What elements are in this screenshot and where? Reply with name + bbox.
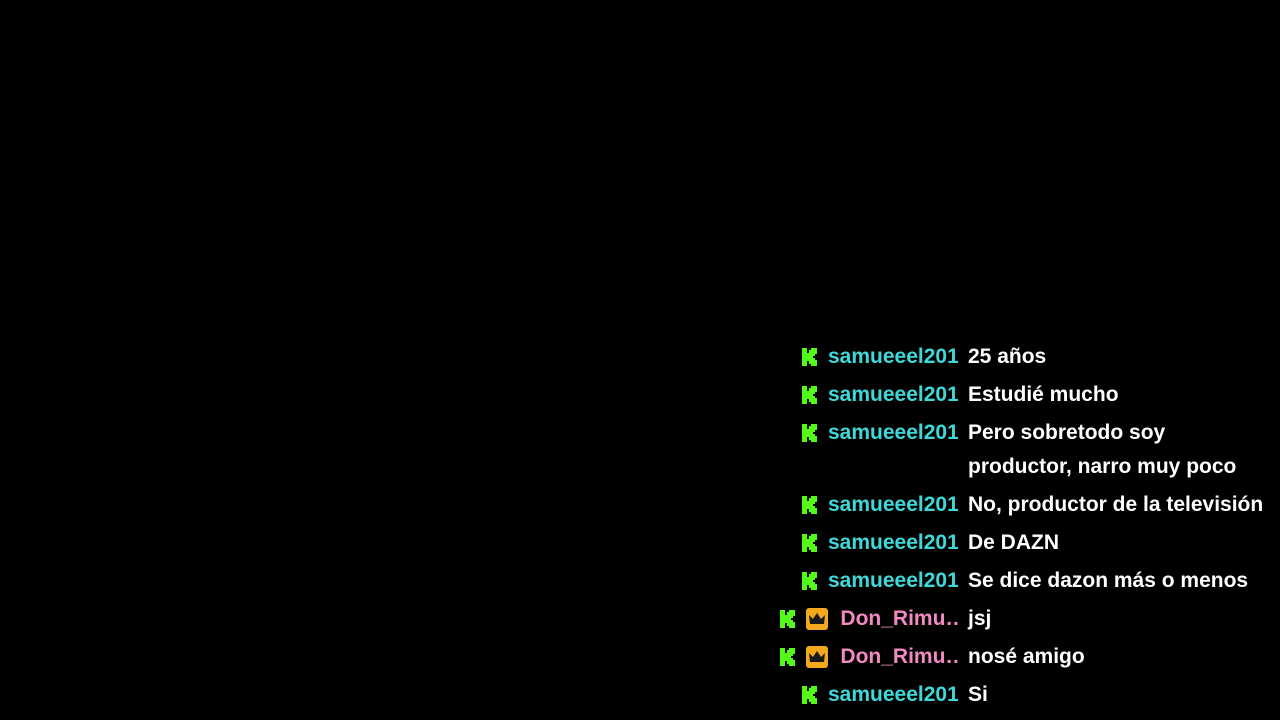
kick-icon xyxy=(780,647,796,666)
chat-message-text: 25 años xyxy=(968,345,1047,368)
chat-message-meta: samueeel201 xyxy=(780,526,968,559)
chat-message: Don_Rimu nosé amigo xyxy=(780,640,1280,674)
chat-message: samueeel201 25 años xyxy=(780,340,1280,374)
chat-username[interactable]: samueeel201 xyxy=(828,492,958,516)
chat-message: Don_Rimu jsj xyxy=(780,602,1280,636)
chat-username[interactable]: samueeel201 xyxy=(828,682,958,706)
kick-icon xyxy=(802,571,818,590)
chat-message-meta: samueeel201 xyxy=(780,678,968,711)
chat-username[interactable]: Don_Rimu xyxy=(840,607,958,631)
chat-message: samueeel201 Estudié mucho xyxy=(780,378,1280,412)
chat-message: samueeel201 Si xyxy=(780,678,1280,712)
chat-message-text: jsj xyxy=(968,607,992,630)
chat-username[interactable]: samueeel201 xyxy=(828,530,958,554)
chat-message-text: Si xyxy=(968,683,988,706)
chat-message-meta: samueeel201 xyxy=(780,488,968,521)
chat-message: samueeel201 Se dice dazon más o menos xyxy=(780,564,1280,598)
chat-username[interactable]: samueeel201 xyxy=(828,382,958,406)
chat-message-meta: samueeel201 xyxy=(780,340,968,373)
chat-message-text: No, productor de la televisión xyxy=(968,493,1264,516)
chat-message-text: Pero sobretodo soy productor, narro muy … xyxy=(968,421,1237,478)
chat-username[interactable]: samueeel201 xyxy=(828,568,958,592)
chat-message-text: De DAZN xyxy=(968,531,1060,554)
chat-message-meta: samueeel201 xyxy=(780,416,968,449)
chat-username[interactable]: Don_Rimu xyxy=(840,645,958,669)
chat-message-text: Se dice dazon más o menos xyxy=(968,569,1249,592)
chat-message: samueeel201 De DAZN xyxy=(780,526,1280,560)
kick-icon xyxy=(802,347,818,366)
kick-icon xyxy=(802,385,818,404)
chat-message: samueeel201 No, productor de la televisió… xyxy=(780,488,1280,522)
chat-message-text: nosé amigo xyxy=(968,645,1085,668)
chat-message-meta: Don_Rimu xyxy=(780,602,968,635)
chat-message-meta: samueeel201 xyxy=(780,378,968,411)
kick-icon xyxy=(802,685,818,704)
kick-icon xyxy=(802,533,818,552)
crown-icon xyxy=(806,645,829,668)
chat-username[interactable]: samueeel201 xyxy=(828,344,958,368)
chat-message-text: Estudié mucho xyxy=(968,383,1119,406)
kick-icon xyxy=(802,423,818,442)
crown-icon xyxy=(806,607,829,630)
chat-username[interactable]: samueeel201 xyxy=(828,420,958,444)
kick-icon xyxy=(780,609,796,628)
chat-message-meta: Don_Rimu xyxy=(780,640,968,673)
kick-icon xyxy=(802,495,818,514)
chat-message: samueeel201 Pero sobretodo soy productor,… xyxy=(780,416,1280,484)
chat-message-meta: samueeel201 xyxy=(780,564,968,597)
